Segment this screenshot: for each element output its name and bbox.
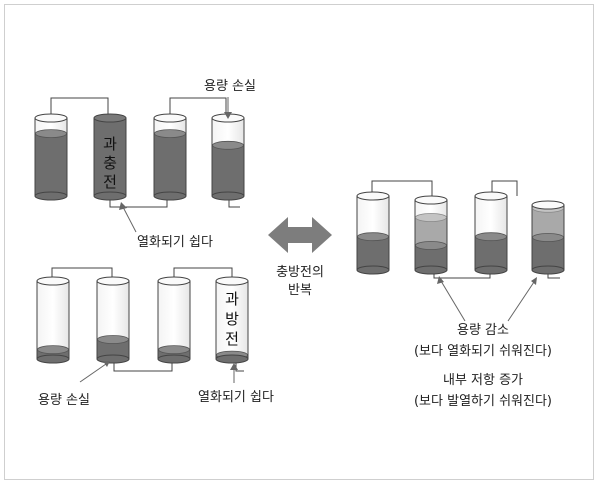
right-wires [371, 180, 560, 279]
right-cell-2-bottom [414, 265, 448, 275]
top-left-cell-2-overcharge-fill [94, 118, 126, 196]
right-cell-4 [531, 200, 565, 275]
bottom-capacity-loss-arrowhead [103, 361, 110, 367]
top-left-cell-2-overcharge [93, 113, 127, 201]
right-cell-4-fill-surface [532, 233, 564, 242]
top-left-cell-1-fill-surface [35, 129, 67, 139]
internal-resistance-label: 내부 저항 증가 [443, 373, 523, 388]
right-cell-2-fill-surface [415, 241, 447, 250]
right-cell-group: 용량 감소 (보다 열화되기 쉬워진다) 내부 저항 증가 (보다 발열하기 쉬… [356, 180, 565, 409]
bottom-left-cell-3-fill-surface [158, 345, 190, 355]
right-capacity-arrowhead-2 [531, 277, 537, 285]
bottom-left-cell-3-top [157, 276, 191, 286]
right-cell-3-fill [475, 236, 507, 270]
top-left-wires [50, 97, 240, 208]
top-left-cell-4-bottom [211, 191, 245, 201]
easier-degrade-label: (보다 열화되기 쉬워진다) [414, 344, 552, 359]
bottom-left-cell-2-top [96, 276, 130, 286]
right-capacity-pointer-1 [440, 280, 466, 322]
top-capacity-loss-arrowhead [224, 112, 232, 119]
overdischarge-char-2: 방 [225, 310, 239, 328]
cycle-label-line2: 반복 [288, 283, 312, 298]
top-left-cell-3-fill [154, 133, 186, 196]
right-cell-4-bottom [531, 265, 565, 275]
right-cell-4-top [531, 200, 565, 210]
right-capacity-pointer-2 [507, 281, 535, 322]
bottom-left-cell-4-overdischarge-top [215, 276, 249, 286]
top-left-cell-4-fill [212, 145, 244, 196]
top-left-cell-3-bottom [153, 191, 187, 201]
right-cell-1 [356, 191, 390, 275]
bottom-left-cell-4-overdischarge [215, 276, 249, 364]
right-cell-3-fill-surface [475, 232, 507, 242]
overcharge-char-3: 전 [103, 173, 117, 191]
bottom-left-cell-1-bottom [36, 354, 70, 364]
top-left-cell-2-overcharge-bottom [93, 191, 127, 201]
capacity-decrease-label: 용량 감소 [457, 323, 509, 338]
top-capacity-loss-label: 용량 손실 [204, 79, 256, 94]
top-degrade-arrowhead [119, 202, 127, 210]
right-cell-1-fill [357, 236, 389, 270]
bottom-left-cell-2-bottom [96, 354, 130, 364]
top-degrade-label: 열화되기 쉽다 [137, 235, 213, 250]
right-cell-1-fill-surface [357, 232, 389, 242]
right-cell-1-bottom [356, 265, 390, 275]
right-cell-2 [414, 195, 448, 275]
bottom-capacity-loss-label: 용량 손실 [38, 393, 90, 408]
right-cell-3-top [474, 191, 508, 201]
overdischarge-char-1: 과 [225, 290, 239, 308]
bottom-left-cell-2-fill [97, 339, 129, 359]
easier-heat-label: (보다 발열하기 쉬워진다) [414, 394, 552, 409]
overdischarge-char-3: 전 [225, 330, 239, 348]
top-left-cell-1-bottom [34, 191, 68, 201]
cycle-double-arrow [268, 217, 332, 253]
bottom-left-cell-1 [36, 276, 70, 364]
top-left-cell-2-overcharge-top [93, 113, 127, 123]
bottom-left-cell-3-fill [158, 349, 190, 359]
top-left-cell-4 [211, 113, 245, 201]
top-left-cell-1-fill [35, 133, 67, 196]
right-cell-2-top [414, 195, 448, 205]
bottom-left-cell-3-bottom [157, 354, 191, 364]
bottom-left-cell-3 [157, 276, 191, 364]
right-capacity-arrowhead-1 [437, 276, 444, 284]
top-left-cell-4-fill-surface [212, 140, 244, 150]
top-left-cell-3-top [153, 113, 187, 123]
cycle-label-line1: 충방전의 [276, 265, 324, 280]
bottom-left-cell-group: 과 방 전 용량 손실 열화되기 쉽다 [36, 267, 274, 408]
bottom-left-cell-2-fill-surface [97, 335, 129, 344]
bottom-capacity-loss-pointer [79, 363, 107, 383]
right-cell-3-bottom [474, 265, 508, 275]
bottom-left-cell-2 [96, 276, 130, 364]
bottom-left-wires [51, 267, 244, 372]
top-left-cell-group: 과 충 전 용량 손실 열화되기 쉽다 [34, 79, 256, 250]
overcharge-char-1: 과 [103, 135, 117, 153]
right-cell-4-fill [532, 237, 564, 270]
top-degrade-pointer [122, 206, 137, 233]
top-left-cell-3 [153, 113, 187, 201]
right-cell-3 [474, 191, 508, 275]
bottom-degrade-label: 열화되기 쉽다 [198, 390, 274, 405]
top-left-cell-3-fill-surface [154, 129, 186, 139]
top-left-cell-1-top [34, 113, 68, 123]
bottom-left-cell-4-overdischarge-bottom [215, 354, 249, 364]
bottom-left-cell-1-fill [37, 349, 69, 359]
right-cell-2-light-surface [415, 213, 447, 222]
right-cell-1-top [356, 191, 390, 201]
overcharge-char-2: 충 [103, 154, 117, 172]
bottom-degrade-arrowhead [230, 363, 238, 370]
bottom-left-cell-1-top [36, 276, 70, 286]
bottom-left-cell-1-fill-surface [37, 345, 69, 355]
top-left-cell-1 [34, 113, 68, 201]
